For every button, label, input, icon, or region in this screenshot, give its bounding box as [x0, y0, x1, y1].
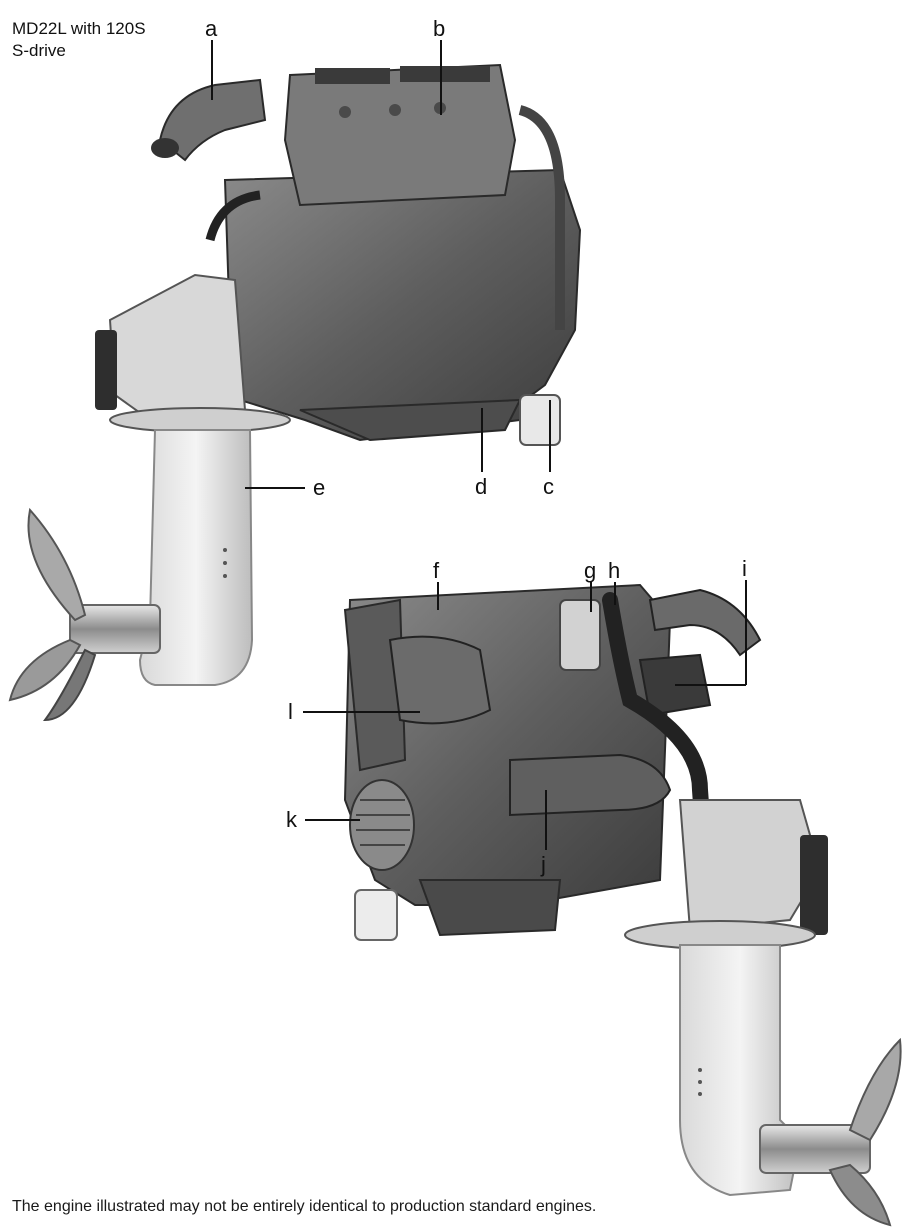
leg-hole	[698, 1080, 702, 1084]
leg-hole	[223, 548, 227, 552]
bottom-prop-blade	[828, 1163, 892, 1227]
injection-pump	[388, 635, 492, 725]
top-prop-blade	[42, 648, 97, 722]
bottom-oil-pan	[418, 879, 562, 937]
bottom-prop-blade	[848, 1037, 902, 1142]
leg-hole	[698, 1092, 702, 1096]
bottom-engine	[343, 583, 902, 1227]
cover-bolt	[339, 106, 351, 118]
leg-hole	[223, 574, 227, 578]
bottom-oil-filter	[354, 889, 398, 941]
disclaimer-footnote: The engine illustrated may not be entire…	[12, 1198, 597, 1215]
bottom-drive-lever	[800, 835, 828, 935]
top-coolant-pipe	[518, 105, 565, 330]
fuel-filter	[559, 599, 601, 671]
callout-j: j	[540, 852, 546, 877]
figure-caption: MD22L with 120S S-drive	[12, 18, 192, 62]
callout-h: h	[608, 558, 620, 583]
callout-e: e	[313, 475, 325, 500]
exhaust-elbow	[158, 78, 267, 162]
heat-exchanger	[509, 753, 672, 817]
callout-l: l	[288, 699, 293, 724]
cover-bolt	[389, 104, 401, 116]
bottom-prop-hub	[759, 1124, 871, 1174]
top-oil-pan	[299, 398, 522, 442]
leader-lines	[211, 40, 747, 850]
callout-g: g	[584, 558, 596, 583]
top-hose	[205, 190, 261, 242]
caption-line-2: S-drive	[12, 41, 66, 60]
top-drive-lever	[95, 330, 117, 410]
bottom-drive-housing	[678, 799, 822, 932]
top-prop-blade	[8, 638, 82, 702]
leg-hole	[223, 561, 227, 565]
top-valve-cover-badge-left	[315, 68, 390, 84]
coolant-hose	[602, 592, 713, 868]
callout-b: b	[433, 16, 445, 41]
top-mount-plate	[109, 407, 291, 433]
top-drive-housing	[108, 273, 247, 422]
callout-c: c	[543, 474, 554, 499]
top-valve-cover-badge-right	[400, 66, 490, 82]
callout-k: k	[286, 807, 298, 832]
top-prop-blade	[27, 507, 87, 622]
top-drive-leg	[138, 429, 254, 686]
top-prop-hub	[69, 604, 161, 654]
caption-line-1: MD22L with 120S	[12, 19, 146, 38]
callout-a: a	[205, 16, 218, 41]
top-valve-cover	[283, 63, 517, 207]
callout-i: i	[742, 556, 747, 581]
callout-f: f	[433, 558, 440, 583]
alternator	[349, 779, 415, 871]
top-oil-filter	[519, 394, 561, 446]
callout-d: d	[475, 474, 487, 499]
top-engine	[8, 63, 582, 722]
leg-hole	[698, 1068, 702, 1072]
exhaust-outlet	[151, 138, 179, 158]
bottom-exhaust-elbow	[648, 588, 762, 657]
